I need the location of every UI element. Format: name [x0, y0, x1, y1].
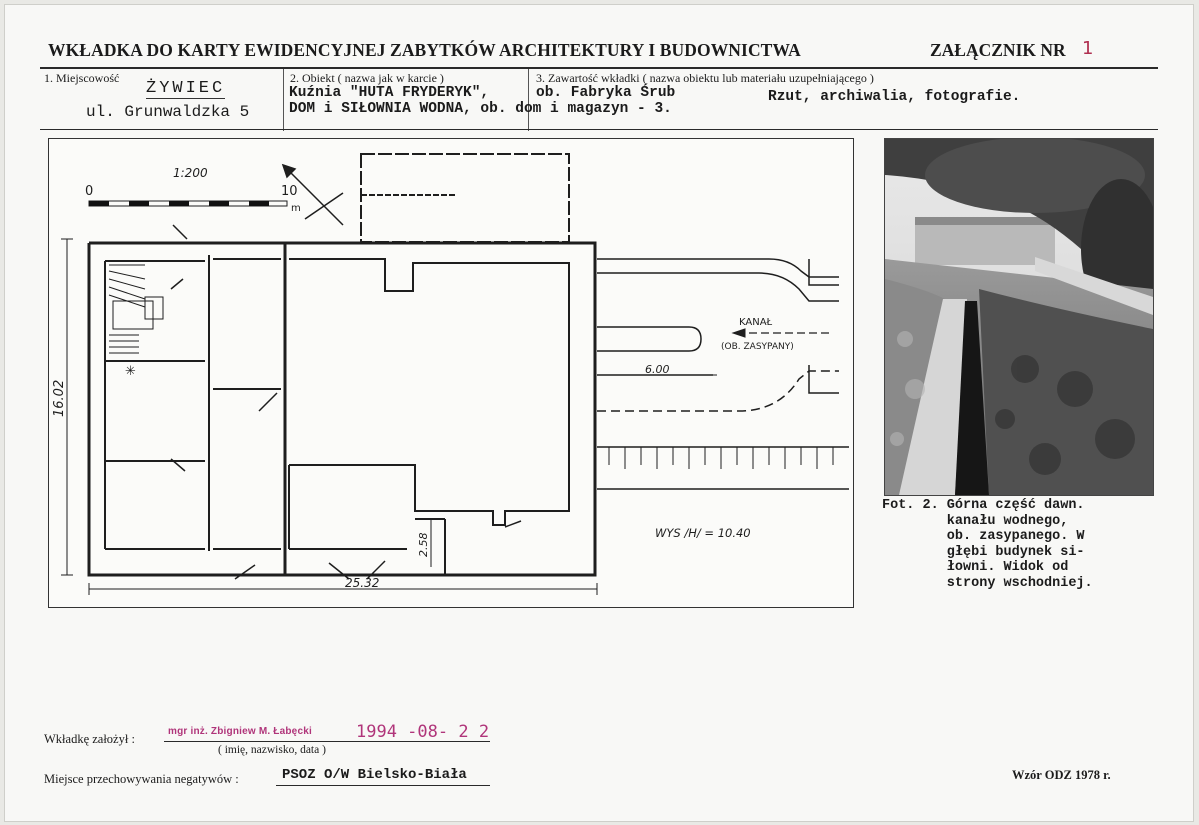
field-divider [528, 69, 529, 131]
building-height-text: WYS /H/ = 10.40 [655, 526, 751, 540]
photo-caption: Fot. 2. Górna część dawn. kanału wodnego… [882, 498, 1093, 591]
founder-name-stamp: mgr inż. Zbigniew M. Łabęcki [168, 726, 312, 737]
founder-date-stamp: 1994 -08- 2 2 [356, 722, 490, 742]
founder-label: Wkładkę założył : [44, 732, 135, 746]
height-dimension-text: 16.02 [52, 380, 67, 417]
canal-note: (OB. ZASYPANY) [721, 342, 794, 352]
field-row-rule [40, 129, 1158, 130]
contents-value: Rzut, archiwalia, fotografie. [768, 89, 1021, 105]
object-line-1: Kuźnia "HUTA FRYDERYK", [289, 85, 490, 101]
canal-label: KANAŁ [739, 317, 773, 328]
address-value: ul. Grunwaldzka 5 [86, 103, 250, 121]
contents-line-1: ob. Fabryka Śrub [536, 85, 676, 101]
locality-label: 1. Miejscowość [44, 71, 120, 85]
founder-hint: ( imię, nazwisko, data ) [218, 744, 326, 756]
floor-plan: ✳ 1:200 0 10 m 16.02 25.32 2.58 6.00 KAN… [48, 138, 854, 608]
plan-scale-text: 1:200 [173, 166, 208, 180]
photo-image [885, 139, 1153, 495]
contents-label: 3. Zawartość wkładki ( nazwa obiektu lub… [536, 71, 874, 85]
object-line-2: DOM i SIŁOWNIA WODNA, ob. dom i magazyn … [289, 101, 672, 117]
floor-plan-drawing: ✳ 1:200 0 10 m 16.02 25.32 2.58 6.00 KAN… [52, 153, 849, 595]
small-dimension-text: 2.58 [417, 533, 430, 558]
scale-zero-text: 0 [85, 184, 93, 199]
svg-text:✳: ✳ [125, 364, 136, 379]
founder-underline [164, 741, 490, 742]
canal-length-text: 6.00 [645, 363, 670, 376]
storage-underline [276, 785, 490, 786]
field-divider [283, 69, 284, 131]
annex-label: ZAŁĄCZNIK NR [930, 40, 1066, 60]
header-rule [40, 67, 1158, 69]
annex-number: 1 [1082, 38, 1094, 59]
scale-ten-text: 10 [281, 184, 298, 199]
storage-label: Miejsce przechowywania negatywów : [44, 772, 239, 786]
site-photograph [884, 138, 1154, 496]
scale-unit-text: m [291, 203, 301, 214]
storage-value: PSOZ O/W Bielsko-Biała [282, 767, 467, 783]
document-title: WKŁADKA DO KARTY EWIDENCYJNEJ ZABYTKÓW A… [48, 40, 801, 60]
locality-value: ŻYWIEC [146, 79, 226, 99]
object-label: 2. Obiekt ( nazwa jak w karcie ) [290, 71, 444, 85]
form-version: Wzór ODZ 1978 r. [1012, 768, 1111, 782]
width-dimension-text: 25.32 [345, 576, 379, 590]
